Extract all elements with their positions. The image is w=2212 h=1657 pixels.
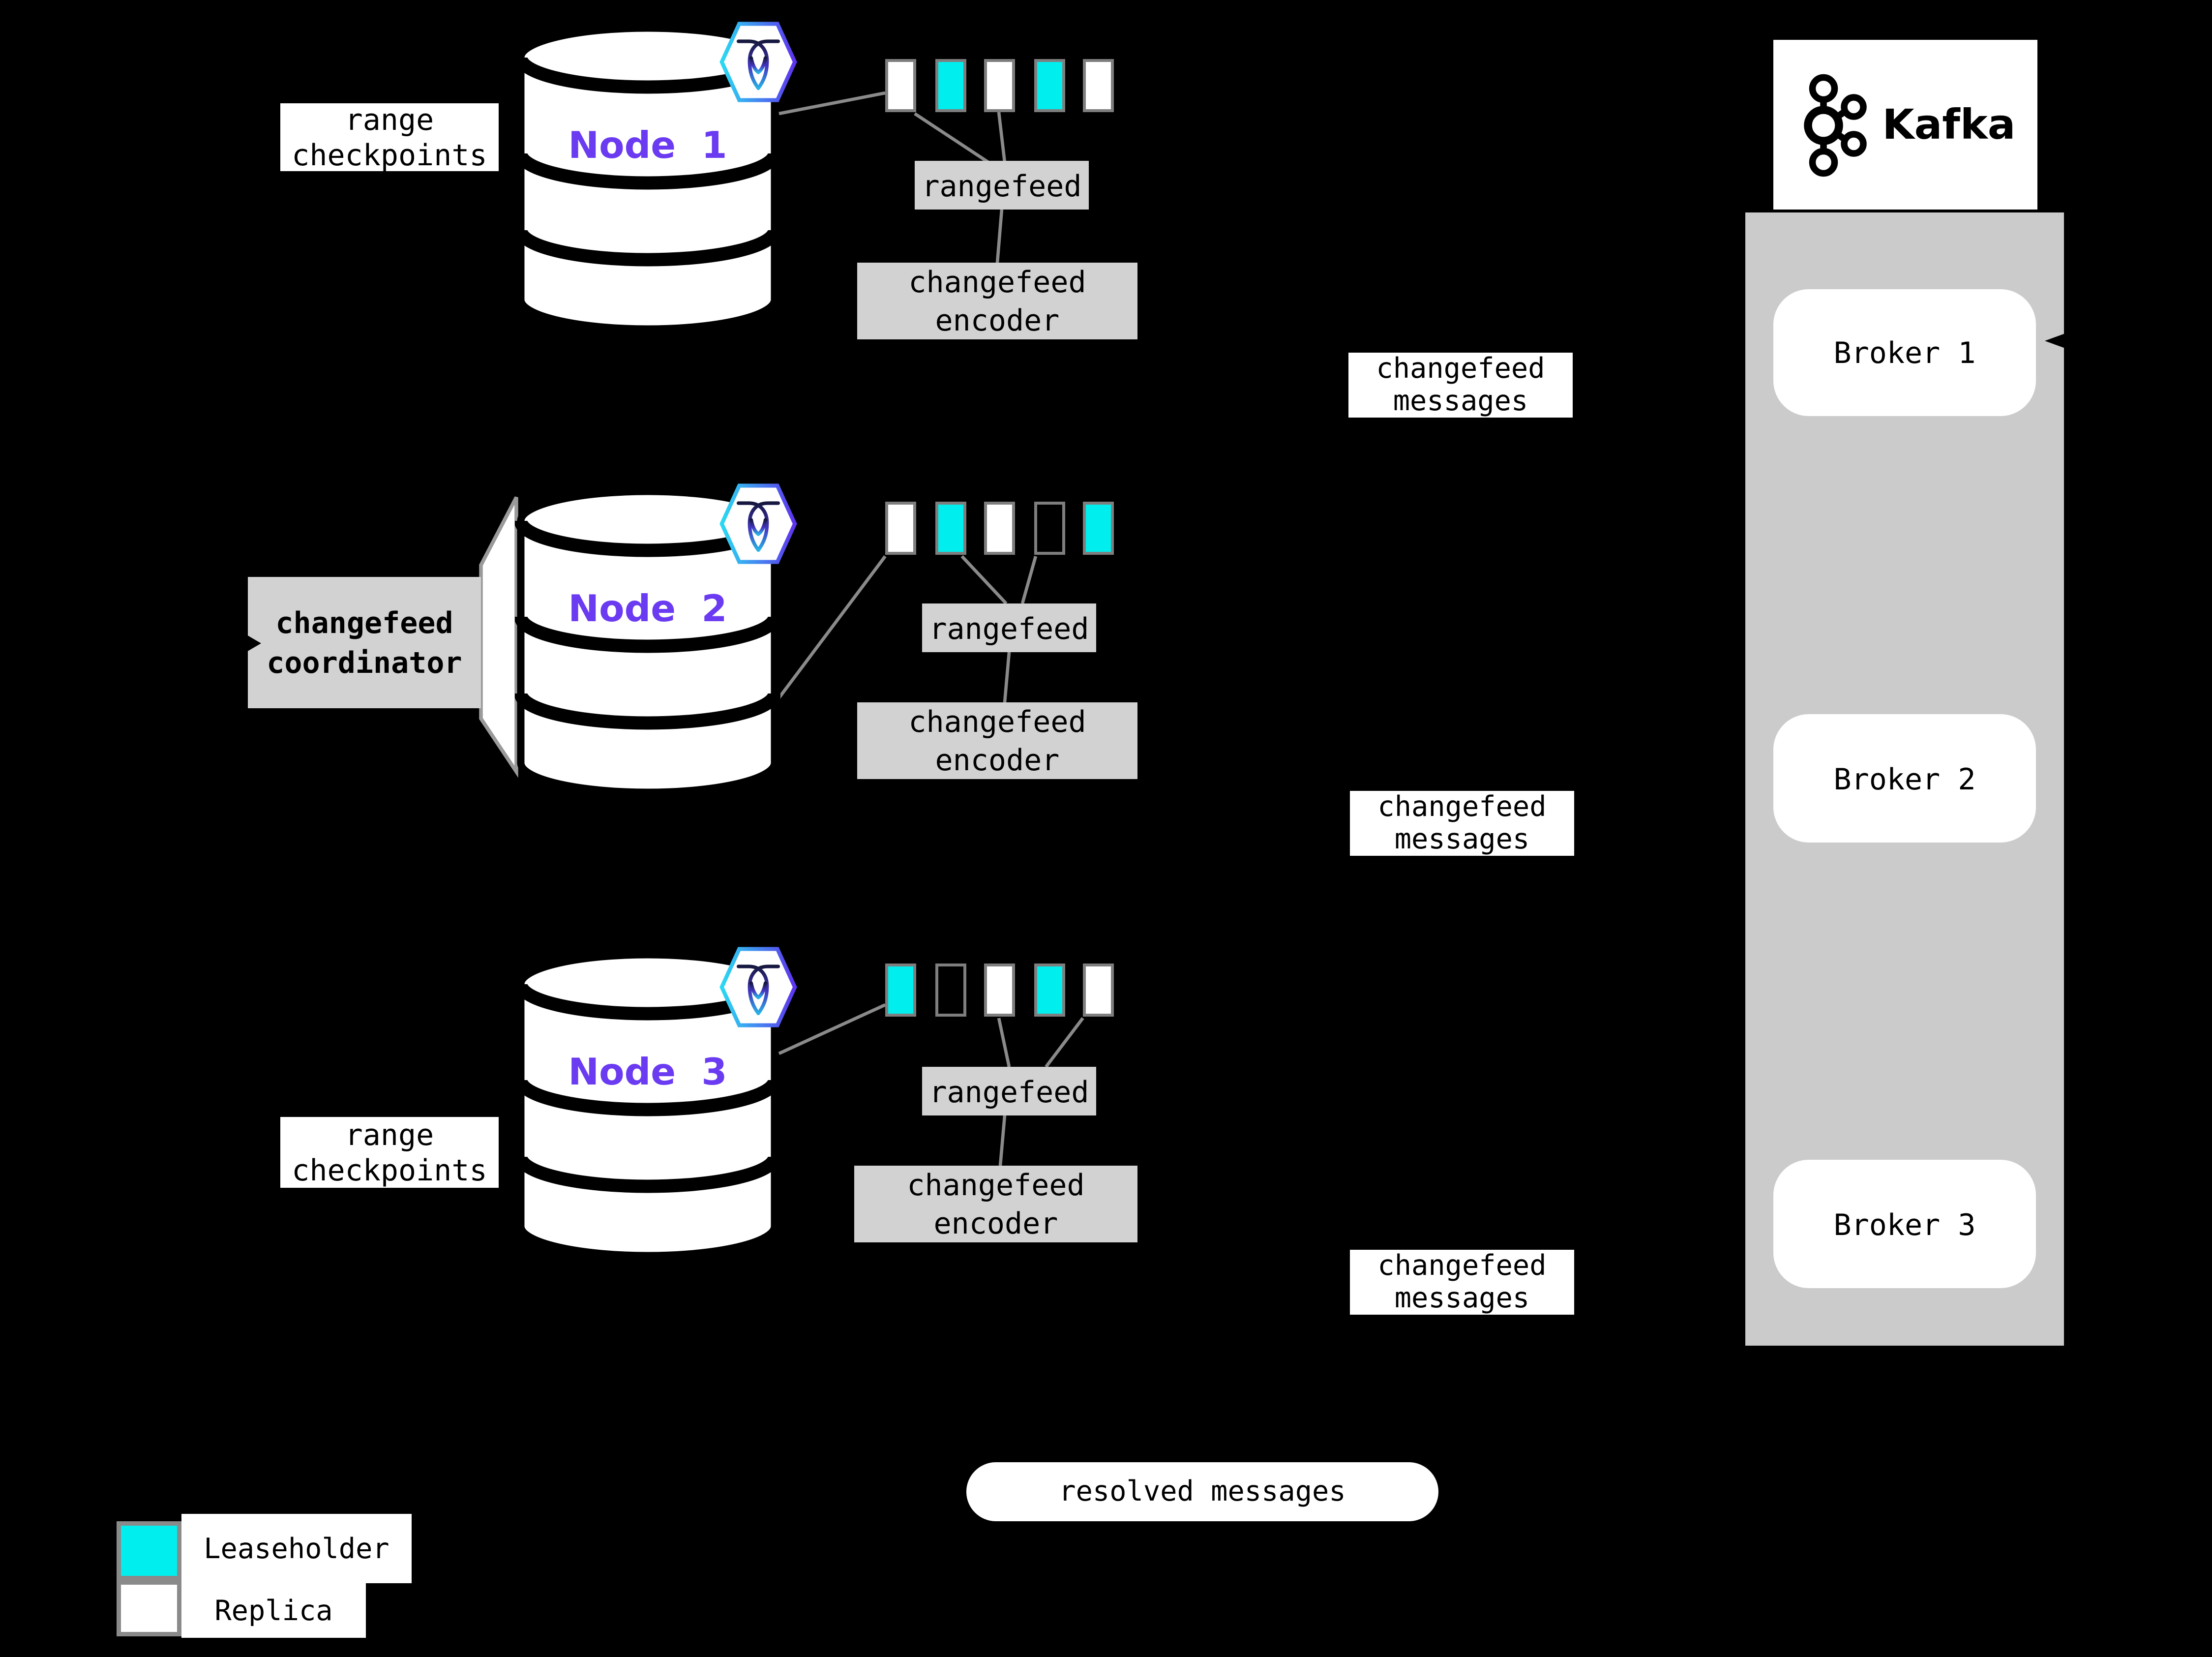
range-square [934, 502, 966, 555]
range-square [1083, 59, 1114, 112]
kafka-logo-box: Kafka [1773, 40, 2037, 210]
range-square [885, 964, 916, 1017]
rangefeed-box-node1: rangefeed [915, 161, 1089, 210]
cockroachdb-icon [719, 22, 797, 102]
changefeed-messages-label-3: changefeed messages [1350, 1249, 1574, 1315]
connector-range-to-rangefeed-1b [997, 112, 1007, 163]
range-square [1033, 502, 1065, 555]
range-square [1083, 502, 1114, 555]
changefeed-messages-label-1: changefeed messages [1348, 352, 1573, 418]
broker-1: Broker 1 [1773, 289, 2036, 416]
node1-label: Node 1 [568, 124, 727, 167]
node3-label: Node 3 [568, 1051, 727, 1093]
connector-range-to-rangefeed-2b [1020, 556, 1038, 604]
node3-ranges [885, 964, 1114, 1017]
connector-range-to-rangefeed-3b [1045, 1017, 1084, 1068]
legend-replica-swatch [117, 1580, 181, 1636]
range-square [1033, 59, 1065, 112]
database-cylinder-node2 [515, 487, 780, 796]
kafka-icon [1803, 73, 1867, 176]
connector-range-to-rangefeed-2a [960, 555, 1008, 605]
range-square [885, 502, 916, 555]
connector-rangefeed-to-encoder-2 [1003, 652, 1011, 703]
broker-2: Broker 2 [1773, 714, 2036, 843]
coordinator-pointer-flag [479, 496, 518, 778]
connector-rangefeed-to-encoder-1 [995, 209, 1004, 263]
node2-label: Node 2 [568, 587, 727, 630]
range-checkpoints-label-top: range checkpoints [280, 103, 499, 171]
range-square [984, 502, 1015, 555]
kafka-wordmark: Kafka [1882, 100, 2016, 149]
range-square [934, 964, 966, 1017]
legend-leaseholder-swatch [117, 1521, 181, 1580]
range-checkpoints-label-bottom: range checkpoints [280, 1117, 499, 1188]
connector-node2-to-range [777, 555, 887, 699]
range-square [885, 59, 916, 112]
connector-rangefeed-to-encoder-3 [998, 1115, 1007, 1166]
range-square [934, 59, 966, 112]
range-square [984, 59, 1015, 112]
database-cylinder-node1 [515, 24, 780, 333]
changefeed-encoder-box-node3: changefeed encoder [854, 1166, 1137, 1242]
changefeed-messages-label-2: changefeed messages [1350, 790, 1574, 856]
range-square [1033, 964, 1065, 1017]
connector-range-to-rangefeed-3a [997, 1018, 1011, 1067]
changefeed-encoder-box-node2: changefeed encoder [857, 702, 1137, 779]
legend-leaseholder-label: Leaseholder [181, 1514, 412, 1583]
range-square [984, 964, 1015, 1017]
broker-3: Broker 3 [1773, 1160, 2036, 1288]
connector-range-to-rangefeed-1a [914, 112, 989, 164]
legend-replica-label: Replica [181, 1583, 366, 1638]
rangefeed-box-node2: rangefeed [922, 603, 1096, 652]
range-square [1083, 964, 1114, 1017]
changefeed-coordinator-box: changefeed coordinator [248, 577, 481, 708]
cockroachdb-icon [719, 483, 797, 564]
cockroachdb-icon [719, 947, 797, 1027]
changefeed-encoder-box-node1: changefeed encoder [857, 263, 1137, 339]
node1-ranges [885, 59, 1114, 112]
rangefeed-box-node3: rangefeed [922, 1067, 1096, 1115]
resolved-messages-pill: resolved messages [966, 1462, 1438, 1521]
node2-ranges [885, 502, 1114, 555]
